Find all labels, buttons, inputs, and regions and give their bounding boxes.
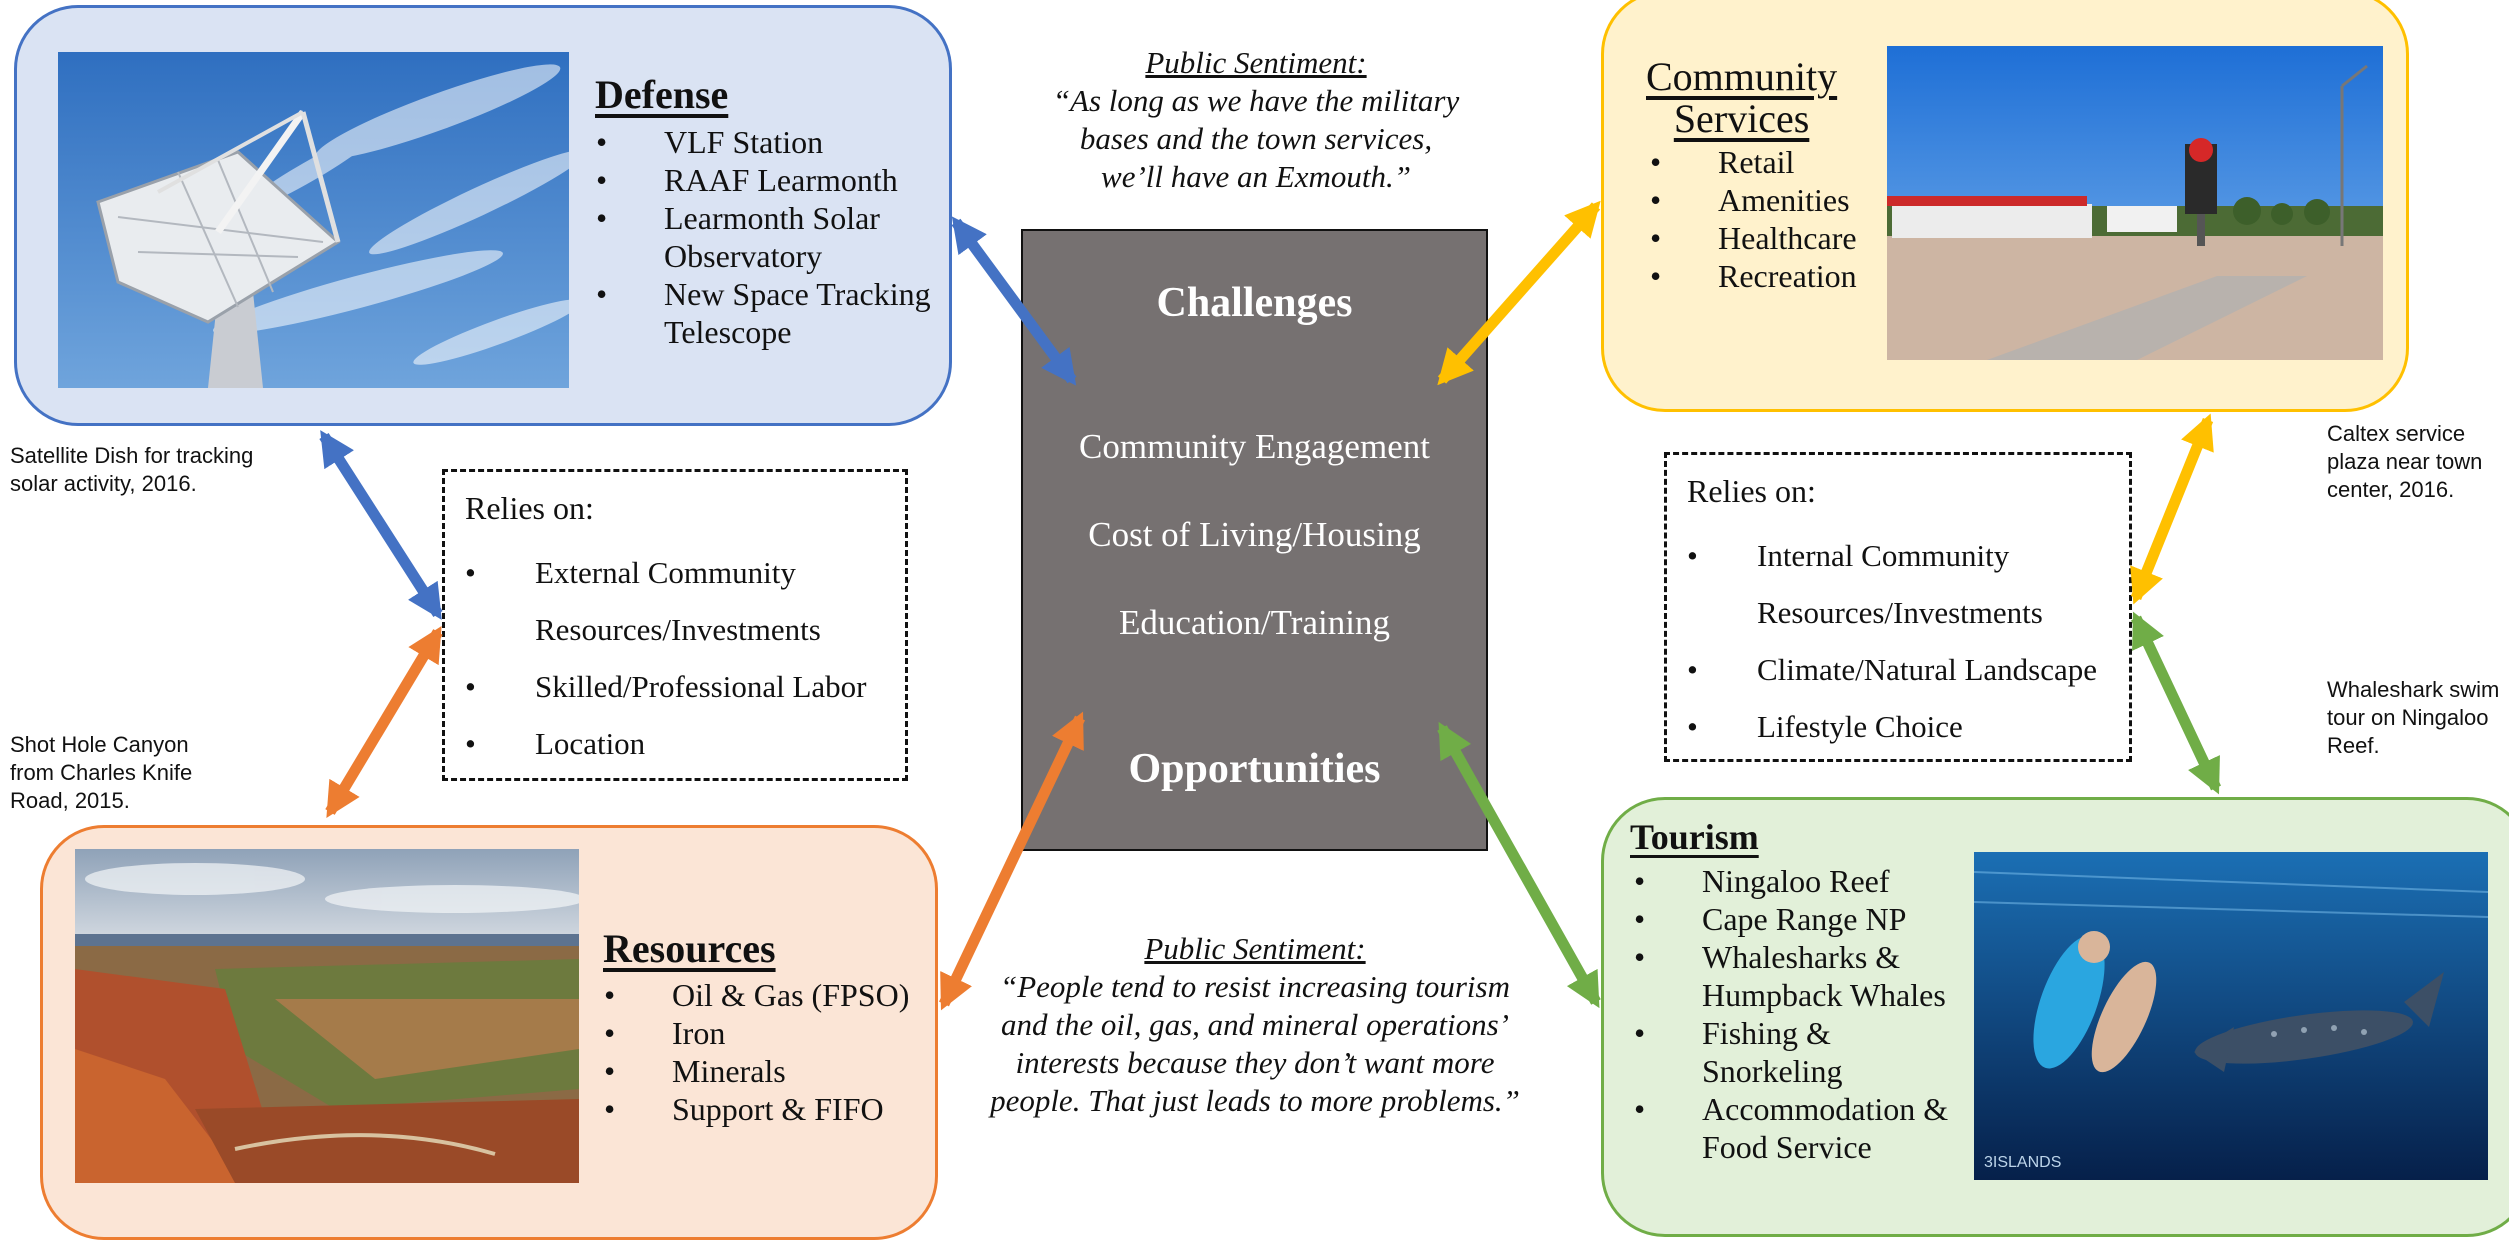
list-item: Retail <box>1646 143 1886 181</box>
tourism-photo-caption: Whaleshark swim tour on Ningaloo Reef. <box>2327 677 2500 758</box>
quote-line: bases and the town services, <box>1079 121 1433 156</box>
quote-line: we’ll have an Exmouth.” <box>1101 159 1411 194</box>
arrow-tourism-relies <box>2131 611 2221 795</box>
list-item: Recreation <box>1646 257 1886 295</box>
list-item: Ningaloo Reef <box>1630 862 1970 900</box>
community-title-line1: Community <box>1646 54 1838 99</box>
list-item: Oil & Gas (FPSO) <box>600 976 940 1014</box>
quote-line: “As long as we have the military <box>1052 83 1460 118</box>
challenge-item: Education/Training <box>1119 603 1390 642</box>
list-item: Accommodation & Food Service <box>1630 1090 1970 1166</box>
list-item: Skilled/Professional Labor <box>445 658 911 715</box>
list-item: New Space Tracking Telescope <box>592 275 932 351</box>
opportunities-heading: Opportunities <box>1128 746 1381 792</box>
relies-on-right-box: Relies on: Internal Community Resources/… <box>1664 452 2132 762</box>
relies-on-left-box: Relies on: External Community Resources/… <box>442 469 908 781</box>
defense-photo-caption: Satellite Dish for tracking solar activi… <box>10 443 254 496</box>
list-item: Internal Community <box>1667 527 2135 584</box>
relies-on-right-heading: Relies on: <box>1687 473 1816 509</box>
whaleshark-photo: 3ISLANDS <box>1974 852 2488 1180</box>
list-item: VLF Station <box>592 123 932 161</box>
quote-line: interests because they don’t want more <box>1015 1045 1495 1080</box>
arrow-resources-relies <box>325 625 443 819</box>
list-item: Minerals <box>600 1052 940 1090</box>
public-sentiment-top-heading: Public Sentiment: <box>1145 45 1367 80</box>
list-item: Resources/Investments <box>535 612 821 647</box>
list-item: Healthcare <box>1646 219 1886 257</box>
arrow-community-relies <box>2130 413 2214 605</box>
service-station-photo <box>1887 46 2383 360</box>
list-item: Climate/Natural Landscape <box>1667 641 2135 698</box>
list-item: Cape Range NP <box>1630 900 1970 938</box>
list-item: RAAF Learmonth <box>592 161 932 199</box>
challenge-item: Cost of Living/Housing <box>1088 515 1421 554</box>
list-item: Location <box>445 715 911 772</box>
public-sentiment-bottom: Public Sentiment: “People tend to resist… <box>960 930 1550 1120</box>
satellite-dish-photo <box>58 52 569 388</box>
arrow-community-center <box>1437 200 1601 386</box>
arrow-resources-center <box>939 711 1085 1011</box>
public-sentiment-bottom-heading: Public Sentiment: <box>1144 931 1366 966</box>
list-item: Iron <box>600 1014 940 1052</box>
challenges-opportunities-box: Challenges Community Engagement Cost of … <box>1021 229 1488 851</box>
tourism-list: Ningaloo Reef Cape Range NP Whalesharks … <box>1630 862 1970 1166</box>
arrow-defense-relies <box>319 430 443 620</box>
challenge-item: Community Engagement <box>1079 427 1430 466</box>
defense-title: Defense <box>595 72 729 117</box>
list-item: Resources/Investments <box>1757 595 2043 630</box>
arrow-defense-center <box>951 216 1077 386</box>
quote-line: people. That just leads to more problems… <box>990 1083 1520 1118</box>
community-title: Community Services <box>1646 56 1837 140</box>
photo-watermark: 3ISLANDS <box>1984 1154 2061 1171</box>
list-item: Lifestyle Choice <box>1667 698 2135 755</box>
community-photo-caption: Caltex service plaza near town center, 2… <box>2327 421 2483 502</box>
canyon-photo <box>75 849 579 1183</box>
community-list: Retail Amenities Healthcare Recreation <box>1646 143 1886 295</box>
defense-list: VLF Station RAAF Learmonth Learmonth Sol… <box>592 123 932 351</box>
relies-on-right-list: Internal Community Resources/Investments… <box>1667 527 2135 755</box>
list-item: Support & FIFO <box>600 1090 940 1128</box>
list-item: Fishing & Snorkeling <box>1630 1014 1970 1090</box>
relies-on-left-heading: Relies on: <box>465 490 594 526</box>
list-item: Whalesharks & Humpback Whales <box>1630 938 1970 1014</box>
challenges-heading: Challenges <box>1156 280 1353 326</box>
list-item: Learmonth Solar Observatory <box>592 199 932 275</box>
resources-photo-caption: Shot Hole Canyon from Charles Knife Road… <box>10 732 193 813</box>
quote-line: and the oil, gas, and mineral operations… <box>1000 1007 1510 1042</box>
relies-on-left-list: External Community Resources/Investments… <box>445 544 911 772</box>
list-item: Amenities <box>1646 181 1886 219</box>
resources-title: Resources <box>603 926 776 971</box>
resources-list: Oil & Gas (FPSO) Iron Minerals Support &… <box>600 976 940 1128</box>
list-item: External Community <box>445 544 911 601</box>
quote-line: “People tend to resist increasing touris… <box>999 969 1511 1004</box>
tourism-title: Tourism <box>1630 817 1759 857</box>
arrow-tourism-center <box>1437 721 1601 1009</box>
public-sentiment-top: Public Sentiment: “As long as we have th… <box>1006 44 1506 196</box>
community-title-line2: Services <box>1673 96 1810 141</box>
